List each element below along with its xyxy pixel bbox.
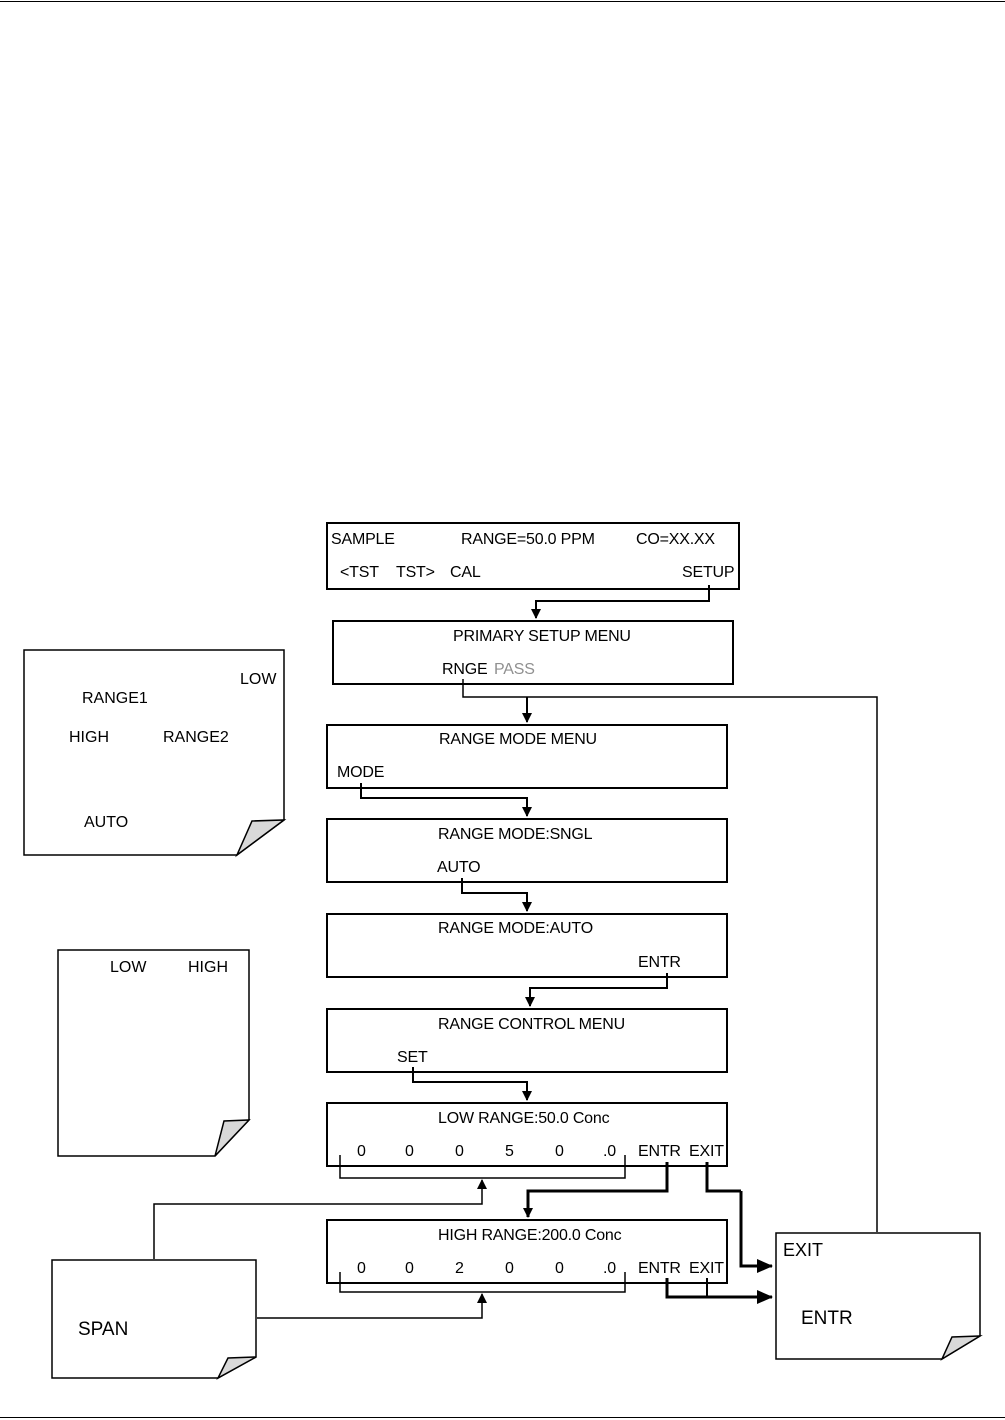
line-rnge-to-exit <box>462 679 878 1232</box>
high-entr-button[interactable]: ENTR <box>638 1260 681 1277</box>
sample-range-label: RANGE=50.0 PPM <box>461 531 595 548</box>
page-top-rule <box>0 1 1005 2</box>
entr-button-auto[interactable]: ENTR <box>638 954 681 971</box>
high-digit-4[interactable]: 0 <box>505 1260 514 1277</box>
sample-reading-label: CO=XX.XX <box>636 531 715 548</box>
arrow-high-to-entr-note <box>665 1278 773 1304</box>
low-range-box <box>326 1102 728 1167</box>
arrow-auto-to-auto <box>461 878 532 912</box>
high-exit-button[interactable]: EXIT <box>689 1260 724 1277</box>
range-mode-auto-title: RANGE MODE:AUTO <box>438 920 593 937</box>
note-exit-fold <box>940 1335 983 1361</box>
note-span-label: SPAN <box>78 1319 129 1340</box>
high-range-title: HIGH RANGE:200.0 Conc <box>438 1227 622 1244</box>
note-exit-label: EXIT <box>783 1240 824 1260</box>
range-mode-menu-box <box>326 724 728 789</box>
high-range-box <box>326 1219 728 1284</box>
low-digit-bracket <box>339 1155 626 1179</box>
arrow-setup-to-primary <box>531 585 710 619</box>
sample-display-box <box>326 522 740 590</box>
low-digit-4[interactable]: 5 <box>505 1143 514 1160</box>
low-digit-3[interactable]: 0 <box>455 1143 464 1160</box>
cal-button[interactable]: CAL <box>450 564 481 581</box>
high-digit-5[interactable]: 0 <box>555 1260 564 1277</box>
range-mode-sngl-title: RANGE MODE:SNGL <box>438 826 593 843</box>
range-mode-sngl-box <box>326 818 728 883</box>
mode-button[interactable]: MODE <box>337 764 385 781</box>
setup-button[interactable]: SETUP <box>682 564 735 581</box>
primary-setup-box <box>332 620 734 685</box>
set-button[interactable]: SET <box>397 1049 428 1066</box>
low-digit-5[interactable]: 0 <box>555 1143 564 1160</box>
arrow-span-to-low <box>153 1179 487 1259</box>
note-auto-label: AUTO <box>84 814 129 831</box>
note-ranges-fold <box>235 819 287 858</box>
arrow-to-exit-note <box>739 1191 773 1273</box>
low-range-title: LOW RANGE:50.0 Conc <box>438 1110 610 1127</box>
note-low-high-fold <box>214 1119 251 1157</box>
arrow-low-entr-to-high <box>523 1162 669 1218</box>
low-entr-button[interactable]: ENTR <box>638 1143 681 1160</box>
arrow-set-to-low <box>412 1067 532 1101</box>
note-high-label: HIGH <box>69 729 109 746</box>
tst-next-button[interactable]: TST> <box>396 564 435 581</box>
note-span-fold <box>216 1356 257 1380</box>
auto-button[interactable]: AUTO <box>437 859 481 876</box>
high-digit-1[interactable]: 0 <box>357 1260 366 1277</box>
sample-mode-label: SAMPLE <box>331 531 395 548</box>
range-control-title: RANGE CONTROL MENU <box>438 1016 625 1033</box>
low-digit-1[interactable]: 0 <box>357 1143 366 1160</box>
primary-setup-title: PRIMARY SETUP MENU <box>453 628 631 645</box>
page-bottom-rule <box>0 1417 1005 1418</box>
note-low-label: LOW <box>240 671 277 688</box>
high-digit-2[interactable]: 0 <box>405 1260 414 1277</box>
low-digit-6[interactable]: .0 <box>603 1143 616 1160</box>
low-exit-button[interactable]: EXIT <box>689 1143 724 1160</box>
note2-high-label: HIGH <box>188 959 228 976</box>
tst-prev-button[interactable]: <TST <box>340 564 379 581</box>
high-digit-6[interactable]: .0 <box>603 1260 616 1277</box>
arrow-span-to-high <box>257 1293 487 1319</box>
note2-low-label: LOW <box>110 959 147 976</box>
note-range1-label: RANGE1 <box>82 690 148 707</box>
high-digit-3[interactable]: 2 <box>455 1260 464 1277</box>
arrow-mode-to-sngl <box>360 783 532 817</box>
range-mode-auto-box <box>326 913 728 978</box>
pass-button[interactable]: PASS <box>494 661 535 678</box>
range-mode-menu-title: RANGE MODE MENU <box>439 731 597 748</box>
rnge-button[interactable]: RNGE <box>442 661 488 678</box>
line-low-exit <box>705 1162 741 1193</box>
range-control-box <box>326 1008 728 1073</box>
note-range2-label: RANGE2 <box>163 729 229 746</box>
high-digit-bracket <box>339 1272 626 1293</box>
note-low-high-page <box>57 949 250 1157</box>
low-digit-2[interactable]: 0 <box>405 1143 414 1160</box>
arrow-entr-to-control <box>525 973 668 1007</box>
note-entr-label: ENTR <box>801 1308 853 1329</box>
